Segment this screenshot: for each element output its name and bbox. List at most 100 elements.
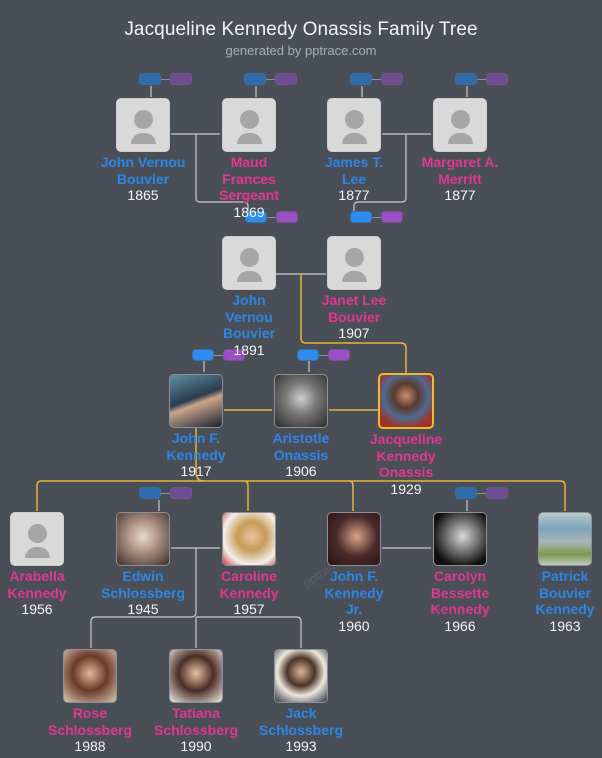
mother-pill[interactable]: [223, 349, 245, 361]
person-birth-year: 1865: [127, 187, 159, 203]
father-pill[interactable]: [192, 349, 214, 361]
parents-pills[interactable]: [245, 211, 301, 225]
person-name[interactable]: James T. Lee: [324, 154, 384, 187]
person-card[interactable]: Janet Lee Bouvier 1907: [294, 236, 414, 341]
parents-pills[interactable]: [455, 73, 511, 87]
page-subtitle: generated by pptrace.com: [225, 43, 377, 58]
generic-person-icon[interactable]: [433, 98, 487, 152]
person-name[interactable]: John Vernou Bouvier: [100, 154, 186, 187]
parents-pills[interactable]: [192, 349, 248, 363]
person-name[interactable]: Arabella Kennedy: [7, 568, 67, 601]
page-title: Jacqueline Kennedy Onassis Family Tree: [124, 19, 478, 40]
person-card[interactable]: Aristotle Onassis 1906: [241, 374, 361, 479]
portrait-photo[interactable]: [63, 649, 117, 703]
father-pill[interactable]: [139, 487, 161, 499]
parents-pills[interactable]: [244, 73, 300, 87]
portrait-photo[interactable]: [274, 649, 328, 703]
person-card[interactable]: Jack Schlossberg 1993: [241, 649, 361, 754]
father-pill[interactable]: [297, 349, 319, 361]
person-birth-year: 1929: [390, 480, 422, 497]
portrait-photo[interactable]: [433, 512, 487, 566]
parents-pills[interactable]: [455, 487, 511, 501]
person-birth-year: 1917: [180, 463, 212, 479]
mother-pill[interactable]: [170, 73, 192, 85]
portrait-photo[interactable]: [378, 373, 434, 429]
person-birth-year: 1877: [444, 187, 476, 203]
mother-pill[interactable]: [486, 73, 508, 85]
person-name[interactable]: John F. Kennedy Jr.: [324, 568, 384, 617]
person-name[interactable]: Caroline Kennedy: [219, 568, 279, 601]
person-name[interactable]: Margaret A. Merritt: [421, 154, 499, 187]
portrait-photo[interactable]: [222, 512, 276, 566]
person-card[interactable]: Maud Frances Sergeant 1869: [189, 98, 309, 220]
father-pill[interactable]: [245, 211, 267, 223]
mother-pill[interactable]: [275, 73, 297, 85]
father-pill[interactable]: [455, 73, 477, 85]
person-name[interactable]: Patrick Bouvier Kennedy: [535, 568, 595, 617]
person-birth-year: 1990: [180, 738, 212, 754]
portrait-photo[interactable]: [116, 512, 170, 566]
parents-pills[interactable]: [139, 487, 195, 501]
generic-person-icon[interactable]: [222, 98, 276, 152]
person-birth-year: 1988: [74, 738, 106, 754]
person-card[interactable]: John Vernou Bouvier 1865: [83, 98, 203, 203]
person-birth-year: 1877: [338, 187, 370, 203]
father-pill[interactable]: [139, 73, 161, 85]
person-card[interactable]: James T. Lee 1877: [294, 98, 414, 203]
parents-pills[interactable]: [350, 211, 406, 225]
person-card[interactable]: John F. Kennedy Jr. 1960: [294, 512, 414, 634]
mother-pill[interactable]: [328, 349, 350, 361]
person-card[interactable]: Carolyn Bessette Kennedy 1966: [400, 512, 520, 634]
parents-pills[interactable]: [139, 73, 195, 87]
portrait-photo[interactable]: [327, 512, 381, 566]
person-name[interactable]: Carolyn Bessette Kennedy: [430, 568, 490, 617]
person-name[interactable]: Janet Lee Bouvier: [321, 292, 387, 325]
person-name[interactable]: Jack Schlossberg: [258, 705, 344, 738]
person-name[interactable]: John Vernou Bouvier: [222, 292, 276, 341]
father-pill[interactable]: [455, 487, 477, 499]
mother-pill[interactable]: [486, 487, 508, 499]
person-birth-year: 1957: [233, 601, 265, 617]
parents-pills[interactable]: [297, 349, 353, 363]
person-name[interactable]: Maud Frances Sergeant: [219, 154, 279, 203]
person-name[interactable]: John F. Kennedy: [166, 430, 226, 463]
parents-pills[interactable]: [350, 73, 406, 87]
person-birth-year: 1966: [444, 617, 476, 634]
person-card-focus[interactable]: Jacqueline Kennedy Onassis 1929: [346, 373, 466, 497]
generic-person-icon[interactable]: [222, 236, 276, 290]
person-name[interactable]: Aristotle Onassis: [272, 430, 330, 463]
mother-pill[interactable]: [276, 211, 298, 223]
father-pill[interactable]: [350, 73, 372, 85]
gravestone-photo[interactable]: [538, 512, 592, 566]
person-card[interactable]: Rose Schlossberg 1988: [30, 649, 150, 754]
mother-pill[interactable]: [381, 73, 403, 85]
portrait-photo[interactable]: [169, 649, 223, 703]
person-birth-year: 1869: [233, 203, 265, 220]
person-card[interactable]: Caroline Kennedy 1957: [189, 512, 309, 617]
father-pill[interactable]: [244, 73, 266, 85]
person-name[interactable]: Edwin Schlossberg: [100, 568, 186, 601]
person-card[interactable]: John F. Kennedy 1917: [136, 374, 256, 479]
person-name[interactable]: Rose Schlossberg: [47, 705, 133, 738]
person-card[interactable]: Patrick Bouvier Kennedy 1963: [505, 512, 602, 634]
person-birth-year: 1945: [127, 601, 159, 617]
generic-person-icon[interactable]: [327, 236, 381, 290]
father-pill[interactable]: [350, 211, 372, 223]
person-card[interactable]: Edwin Schlossberg 1945: [83, 512, 203, 617]
person-birth-year: 1963: [549, 617, 581, 634]
person-card[interactable]: Margaret A. Merritt 1877: [400, 98, 520, 203]
person-birth-year: 1891: [233, 341, 265, 358]
person-card[interactable]: Tatiana Schlossberg 1990: [136, 649, 256, 754]
generic-person-icon[interactable]: [116, 98, 170, 152]
mother-pill[interactable]: [381, 211, 403, 223]
generic-person-icon[interactable]: [327, 98, 381, 152]
person-card[interactable]: Arabella Kennedy 1956: [0, 512, 97, 617]
person-name[interactable]: Jacqueline Kennedy Onassis: [369, 431, 443, 480]
generic-person-icon[interactable]: [10, 512, 64, 566]
person-birth-year: 1906: [285, 463, 317, 479]
portrait-photo[interactable]: [169, 374, 223, 428]
mother-pill[interactable]: [170, 487, 192, 499]
portrait-photo[interactable]: [274, 374, 328, 428]
person-card[interactable]: John Vernou Bouvier 1891: [189, 236, 309, 358]
person-name[interactable]: Tatiana Schlossberg: [153, 705, 239, 738]
